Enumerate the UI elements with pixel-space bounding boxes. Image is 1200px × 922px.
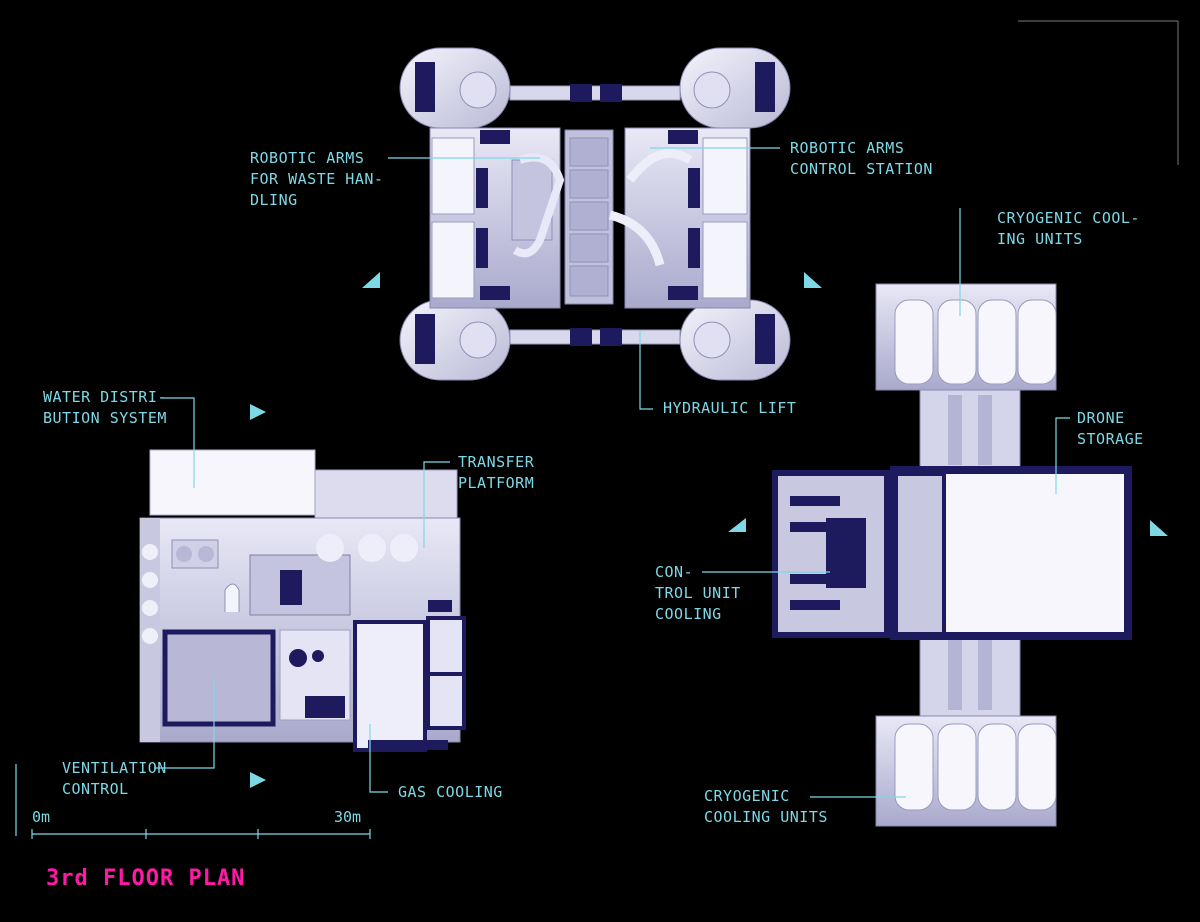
section-marker-2: [804, 272, 822, 288]
module-water-ventilation: [139, 449, 466, 752]
wheel-top-right: [679, 47, 791, 129]
label-water-distribution: WATER DISTRI- BUTION SYSTEM: [43, 388, 167, 427]
module-robotic-arms: [399, 47, 791, 381]
frame-corner: [1018, 20, 1179, 165]
section-markers: [250, 272, 1168, 788]
wheel-top-left: [399, 47, 511, 129]
scale-end: 30m: [334, 808, 362, 826]
section-marker-1: [362, 272, 380, 288]
section-marker-3: [250, 404, 266, 420]
section-marker-4: [250, 772, 266, 788]
section-marker-5: [728, 518, 746, 532]
wheel-bottom-left: [399, 299, 511, 381]
leader-lines: [154, 147, 1070, 798]
section-marker-6: [1150, 520, 1168, 536]
page-title: 3rd FLOOR PLAN: [46, 866, 246, 891]
label-ventilation-control: VENTILATION CONTROL: [62, 759, 167, 798]
scale-bar: [15, 764, 371, 839]
label-cryogenic-top: CRYOGENIC COOL- ING UNITS: [997, 209, 1140, 248]
label-hydraulic-lift: HYDRAULIC LIFT: [663, 399, 797, 417]
scale-start: 0m: [32, 808, 51, 826]
label-transfer-platform: TRANSFER PLATFORM: [458, 453, 535, 492]
label-control-unit-cooling: CON- TROL UNIT COOLING: [655, 563, 741, 623]
label-robotic-arms-control: ROBOTIC ARMS CONTROL STATION: [790, 139, 933, 178]
label-gas-cooling: GAS COOLING: [398, 783, 503, 801]
label-robotic-arms-waste: ROBOTIC ARMS FOR WASTE HAN- DLING: [250, 149, 384, 209]
wheel-bottom-right: [679, 299, 791, 381]
label-drone-storage: DRONE STORAGE: [1077, 409, 1144, 448]
module-drone-storage: [772, 283, 1132, 827]
label-cryogenic-bottom: CRYOGENIC COOLING UNITS: [704, 787, 828, 826]
